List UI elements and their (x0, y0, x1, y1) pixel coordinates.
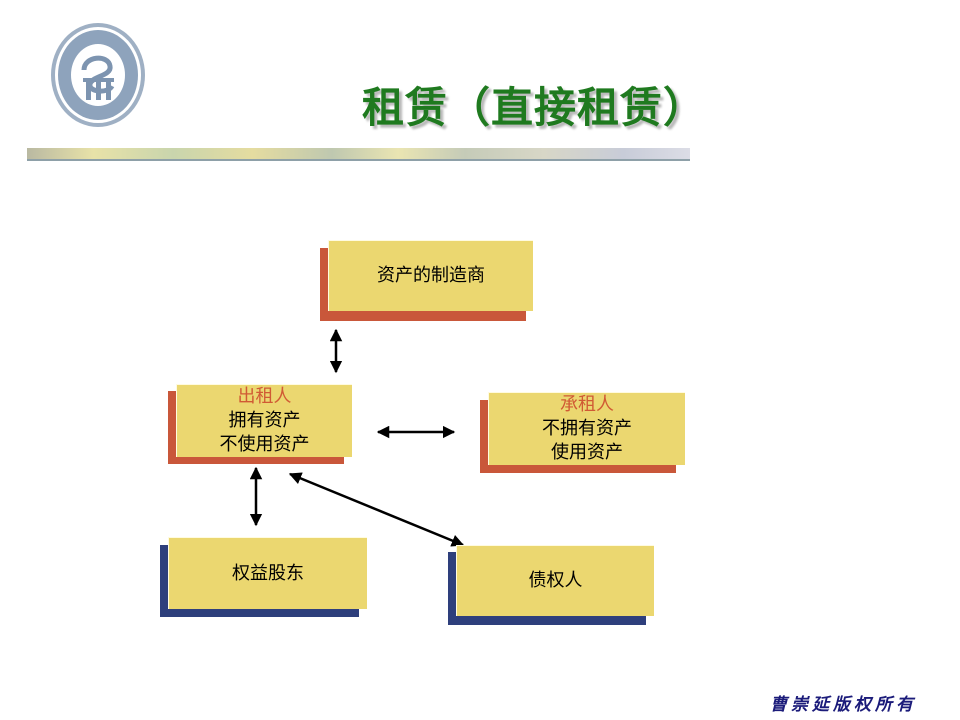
university-seal-logo (50, 22, 146, 128)
page-title: 租赁（直接租赁） (362, 83, 707, 132)
banner-divider (27, 159, 690, 161)
lessee-line1: 不拥有资产 (542, 418, 632, 439)
lessor-box: 出租人 拥有资产 不使用资产 (176, 384, 352, 457)
creditors-box: 债权人 (456, 545, 654, 616)
lessor-role: 出租人 (237, 386, 292, 407)
lessee-line2: 使用资产 (551, 442, 623, 463)
lessor-line2: 不使用资产 (219, 434, 310, 455)
decorative-banner (27, 148, 690, 159)
manufacturer-box: 资产的制造商 (328, 240, 533, 311)
lessee-box: 承租人 不拥有资产 使用资产 (488, 392, 685, 465)
shareholders-box: 权益股东 (168, 537, 367, 609)
creditors-label: 债权人 (528, 570, 583, 591)
shareholders-label: 权益股东 (232, 562, 304, 584)
lessee-role: 承租人 (560, 394, 614, 415)
manufacturer-label: 资产的制造商 (377, 265, 485, 286)
university-seal-icon (51, 23, 145, 127)
copyright-text: 曹崇延版权所有 (770, 695, 917, 715)
lessor-line1: 拥有资产 (228, 410, 301, 431)
arrow-lessor-creditors (288, 472, 465, 547)
